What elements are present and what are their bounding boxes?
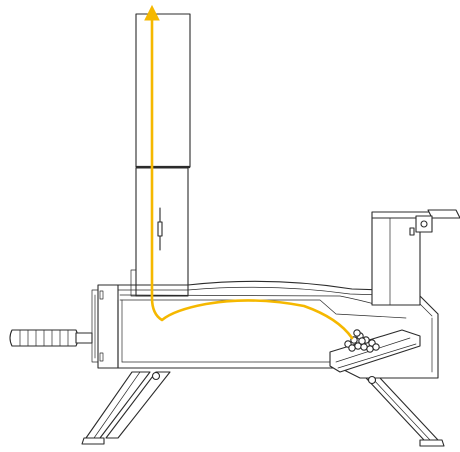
airflow-path [144,4,354,340]
chimney-damper-handle [157,207,163,251]
chimney-collar [130,269,137,297]
oven-front-door [97,284,119,369]
door-handle [9,329,93,347]
fuel-pellets-icon [344,329,380,353]
hopper-lid-tab [427,209,460,219]
hopper-latch-icon [415,215,433,233]
oven-legs [81,371,445,447]
oven-bottom-edge [117,313,439,379]
oven-body [91,280,439,379]
chimney [130,13,191,297]
airflow-line [150,18,354,340]
rear-leg-foot [419,439,445,447]
pellet-hopper [371,209,460,306]
front-leg-foot [81,437,105,445]
door-handle-mount [75,332,93,344]
burner-tray [329,329,421,373]
rear-leg-hinge [367,375,377,385]
front-leg-hinge [151,371,161,381]
burner-tray-shell [329,329,421,373]
airflow-arrow-icon [144,4,160,21]
oven-roof-line [117,280,439,315]
chimney-upper-section [135,13,191,168]
rear-leg [365,377,439,441]
